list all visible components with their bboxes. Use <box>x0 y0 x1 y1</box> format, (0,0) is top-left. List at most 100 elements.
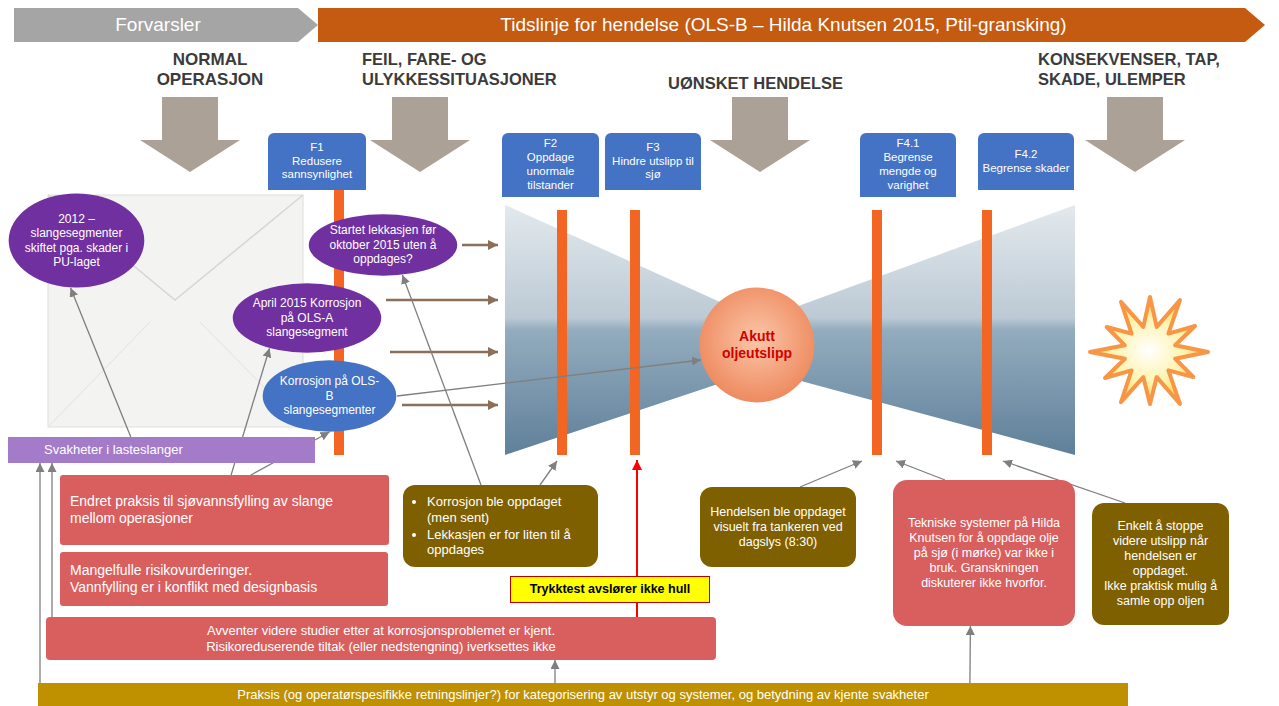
event-ellipse: Korrosjon på OLS-B slangesegmenter <box>262 360 397 432</box>
threat-arrow <box>386 299 498 302</box>
phase-arrow: Forvarsler <box>14 8 318 42</box>
node-text: April 2015 Korrosjon på OLS-A slangesegm… <box>250 296 364 339</box>
node-text: F4.1 <box>864 137 952 151</box>
node-text: Redusere sannsynlighet <box>272 155 362 183</box>
threat-arrow <box>402 404 498 407</box>
phase-heading: UØNSKET HENDELSE <box>668 74 878 94</box>
text-group: April 2015 Korrosjon på OLS-A slangesegm… <box>250 296 364 339</box>
text-group: Praksis (og operatørspesifikke retningsl… <box>237 687 929 703</box>
arrow-body <box>14 8 318 42</box>
barrier-bar <box>630 210 640 455</box>
node-text: Enkelt å stoppe videre utslipp når hende… <box>1100 519 1221 579</box>
node-text: Vannfylling er i konflikt med designbasi… <box>70 579 317 596</box>
text-group: Tidslinje for hendelse (OLS-B – Hilda Kn… <box>500 14 1066 37</box>
barrier-function-box: F2Oppdage unormale tilstander <box>502 133 599 197</box>
bullet-item: Lekkasjen er for liten til å oppdages <box>427 527 590 558</box>
text-group: Svakheter i lasteslanger <box>44 442 183 458</box>
text-group: Forvarsler <box>115 14 201 37</box>
node-text: Ikke praktisk mulig å samle opp oljen <box>1100 579 1221 609</box>
leader-arrow <box>540 461 557 485</box>
node-text: F3 <box>609 141 697 155</box>
connector <box>554 660 555 683</box>
barrier-function-box: F3Hindre utslipp til sjø <box>605 133 701 190</box>
threat-arrow <box>462 244 498 247</box>
text-group: Avventer videre studier etter at korrosj… <box>206 623 556 654</box>
circle-fill <box>700 288 815 403</box>
node-text: Praksis (og operatørspesifikke retningsl… <box>237 687 929 703</box>
text-group: Hendelsen ble oppdaget visuelt fra tanke… <box>708 505 848 550</box>
node-text: Startet lekkasjen før oktober 2015 uten … <box>326 223 440 266</box>
cause-box: Endret praksis til sjøvannsfylling av sl… <box>60 475 389 545</box>
text-group: F3Hindre utslipp til sjø <box>609 141 697 182</box>
text-group: Enkelt å stoppe videre utslipp når hende… <box>1100 519 1221 609</box>
node-text: F2 <box>506 137 595 151</box>
down-arrow <box>710 97 810 172</box>
text-group: 2012 – slangesegmenter skiftet pga. skad… <box>25 212 129 270</box>
barrier-function-box: F4.2Begrense skader <box>978 133 1074 190</box>
connector <box>51 463 52 617</box>
node-text: Trykktest avslører ikke hull <box>530 582 691 597</box>
node-text: Endret praksis til sjøvannsfylling av sl… <box>70 493 379 527</box>
arrow-body <box>318 8 1265 42</box>
text-group: Akutt oljeutslipp <box>711 328 804 362</box>
text-group: Korrosjon ble oppdaget (men sent)Lekkasj… <box>411 493 590 558</box>
bullet-list: Korrosjon ble oppdaget (men sent)Lekkasj… <box>411 494 590 557</box>
explosion-symbol <box>1090 297 1208 404</box>
connector <box>402 275 481 485</box>
text-group: Korrosjon på OLS-B slangesegmenter <box>278 374 381 417</box>
bullet-item: Korrosjon ble oppdaget (men sent) <box>427 494 590 525</box>
barrier-bar <box>982 210 992 455</box>
ellipse-fill <box>233 283 382 352</box>
ellipse-fill <box>309 214 458 275</box>
node-text: Hendelsen ble oppdaget visuelt fra tanke… <box>708 505 848 550</box>
node-text: Tekniske systemer på Hilda Knutsen for å… <box>903 516 1065 591</box>
event-ellipse: Startet lekkasjen før oktober 2015 uten … <box>308 214 458 276</box>
node-text: Hindre utslipp til sjø <box>609 155 697 183</box>
connector <box>969 626 971 683</box>
note-label: Trykktest avslører ikke hull <box>510 576 710 603</box>
node-text: F4.2 <box>983 148 1070 162</box>
phase-heading: FEIL, FARE- OG ULYKKESSITUASJONER <box>362 50 587 90</box>
threat-arrow <box>390 351 498 354</box>
node-text: Tidslinje for hendelse (OLS-B – Hilda Kn… <box>500 14 1066 37</box>
connector <box>71 288 131 437</box>
connector <box>397 360 701 396</box>
envelope-fold <box>48 322 150 427</box>
top-event-circle: Akutt oljeutslipp <box>699 287 815 403</box>
timeline-arrow: Tidslinje for hendelse (OLS-B – Hilda Kn… <box>318 8 1265 42</box>
node-text: Begrense skader <box>983 162 1070 176</box>
finding-box: Hendelsen ble oppdaget visuelt fra tanke… <box>700 487 856 567</box>
weakness-bar: Svakheter i lasteslanger <box>8 437 315 463</box>
barrier-bar <box>872 210 882 455</box>
finding-box: Enkelt å stoppe videre utslipp når hende… <box>1092 503 1229 625</box>
text-group: Trykktest avslører ikke hull <box>530 582 691 597</box>
text-group: Endret praksis til sjøvannsfylling av sl… <box>70 493 379 527</box>
finding-box: Korrosjon ble oppdaget (men sent)Lekkasj… <box>403 485 598 567</box>
connector <box>39 463 40 683</box>
text-group: F4.2Begrense skader <box>983 148 1070 176</box>
node-text: Avventer videre studier etter at korrosj… <box>206 623 556 639</box>
text-group: Startet lekkasjen før oktober 2015 uten … <box>326 223 440 266</box>
down-arrow <box>370 97 470 172</box>
down-arrow <box>1085 97 1185 172</box>
text-group: F2Oppdage unormale tilstander <box>506 137 595 192</box>
text-group: F4.1Begrense mengde og varighet <box>864 137 952 192</box>
node-text: Forvarsler <box>115 14 201 37</box>
leader-arrow <box>800 461 862 487</box>
barrier-bar <box>557 210 567 455</box>
node-text: Korrosjon på OLS-B slangesegmenter <box>278 374 381 417</box>
leader-arrow <box>896 461 945 480</box>
root-cause-bar: Praksis (og operatørspesifikke retningsl… <box>38 683 1128 706</box>
node-text: Begrense mengde og varighet <box>864 151 952 192</box>
node-text: Oppdage unormale tilstander <box>506 151 595 192</box>
barrier-function-box: F4.1Begrense mengde og varighet <box>860 133 956 197</box>
node-text: Risikoreduserende tiltak (eller nedsteng… <box>206 639 556 655</box>
node-text: F1 <box>272 141 362 155</box>
down-arrow <box>140 97 240 172</box>
event-ellipse: 2012 – slangesegmenter skiftet pga. skad… <box>8 193 145 288</box>
cause-box: Avventer videre studier etter at korrosj… <box>46 617 716 660</box>
node-text: Akutt oljeutslipp <box>711 328 804 362</box>
cause-box: Mangelfulle risikovurderinger.Vannfyllin… <box>60 552 388 606</box>
phase-heading: NORMAL OPERASJON <box>140 50 280 91</box>
